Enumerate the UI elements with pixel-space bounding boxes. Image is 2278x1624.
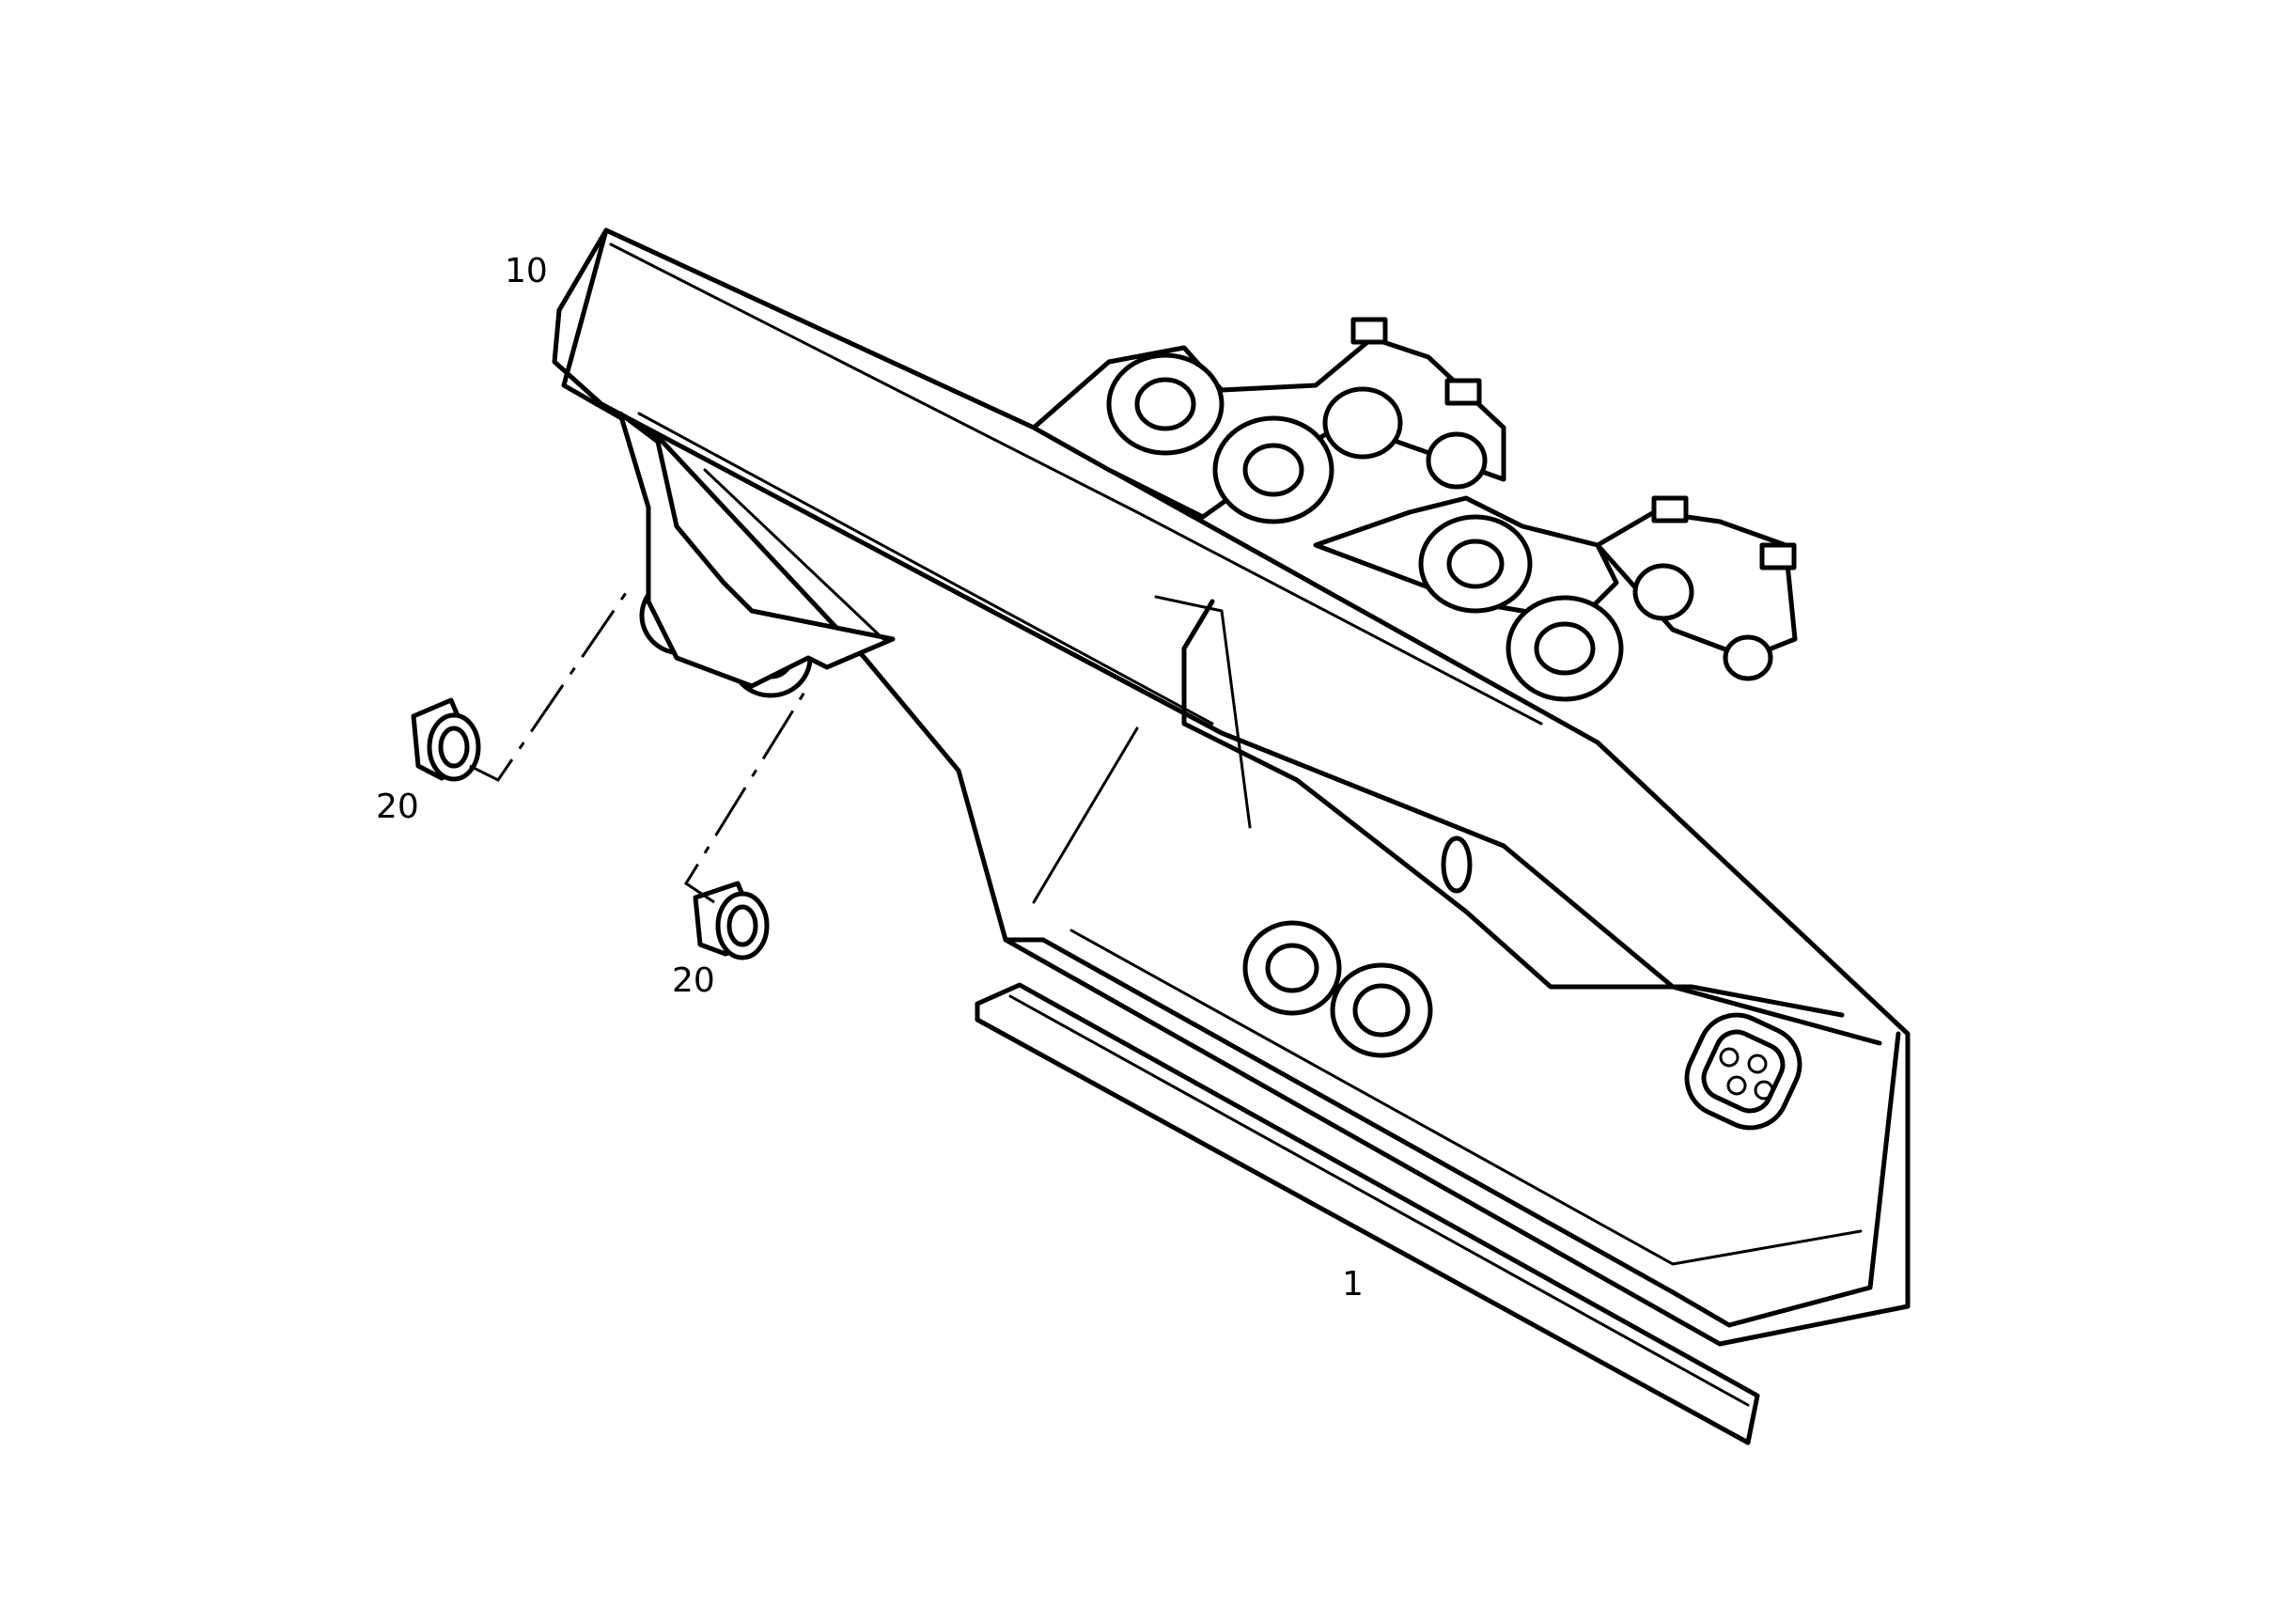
lug-tabs <box>1350 317 1797 570</box>
rear-hanger-plate <box>617 411 896 689</box>
callout-part-20-upper: 20 <box>376 788 419 826</box>
beam-body <box>552 227 1911 1347</box>
assembly-centerlines <box>469 586 810 904</box>
bushing-lower <box>693 881 770 960</box>
logo-emblem <box>1684 1012 1802 1131</box>
callout-part-1: 1 <box>1342 1265 1364 1304</box>
callout-part-10: 10 <box>505 252 548 290</box>
callout-part-20-lower: 20 <box>672 961 715 1000</box>
cutting-edge-strip <box>975 982 1760 1445</box>
bushing-upper <box>411 697 481 782</box>
